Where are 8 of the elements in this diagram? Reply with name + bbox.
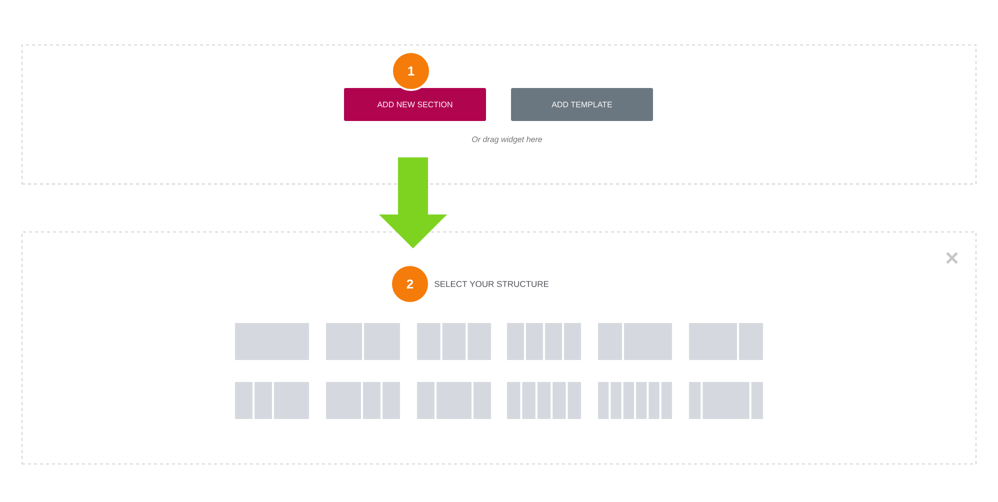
hint-text: Or drag widget here	[472, 136, 542, 144]
add-template-button: ADD TEMPLATE	[511, 88, 653, 121]
section-heading: SELECT YOUR STRUCTURE	[434, 280, 549, 287]
callout-number: 2	[390, 264, 430, 304]
callout-number: 1	[391, 51, 431, 91]
dashed-panel	[22, 232, 976, 464]
add-section-button: ADD NEW SECTION	[344, 88, 486, 121]
dashed-panel	[22, 44, 976, 184]
